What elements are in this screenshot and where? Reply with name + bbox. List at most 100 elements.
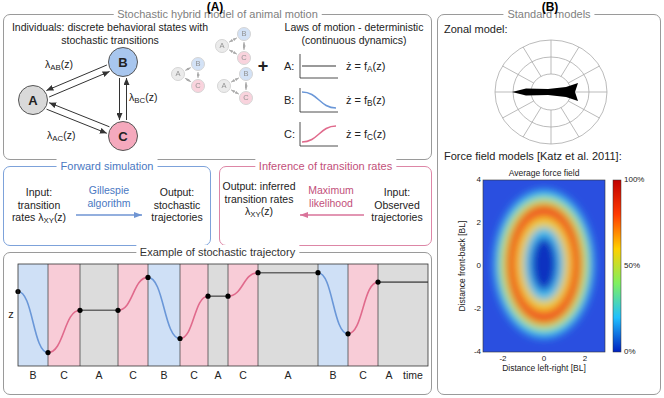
transition-arrow — [246, 82, 247, 90]
zonal-grid — [523, 47, 541, 76]
label-text: 2 — [466, 218, 481, 228]
trajectory-plot — [48, 264, 80, 366]
label-text: C — [233, 369, 253, 382]
trajectory-plot — [318, 264, 319, 366]
zonal-grid — [561, 47, 579, 76]
state-circle: A — [18, 85, 48, 115]
trajectory-plot — [15, 264, 428, 366]
state-circle: B — [108, 47, 138, 77]
flow-arrow — [76, 215, 364, 216]
label-text: C — [54, 369, 74, 382]
state-letter: B — [240, 70, 252, 78]
motion-plot — [302, 65, 336, 67]
state-letter: C — [109, 130, 137, 143]
trajectory-plot — [345, 331, 350, 336]
mini-state-circle: B — [237, 27, 251, 41]
label-text: C — [353, 369, 373, 382]
label-text: 2 — [575, 354, 595, 364]
label-text: Distance left-right [BL] — [483, 363, 605, 373]
trajectory-plot — [208, 264, 209, 366]
label-text: time — [403, 369, 429, 382]
label-text: Output: stochastic trajectories — [144, 186, 210, 224]
label-text: XY — [250, 210, 260, 219]
rate-label: AB — [50, 63, 60, 72]
label-text: (A) — [200, 0, 230, 14]
rate-label: λAC(z) — [46, 129, 76, 142]
force-field-heatmap — [516, 217, 572, 311]
label-text: 4 — [466, 175, 481, 185]
force-field-heatmap — [483, 180, 605, 352]
label-text: z — [5, 308, 17, 321]
mini-state-circle: C — [191, 79, 205, 93]
label-text: A — [208, 369, 228, 382]
trajectory-plot — [18, 264, 428, 366]
panel-heading: Forward simulation — [57, 159, 158, 173]
label-text: B — [367, 99, 373, 108]
rate-label: λAB(z) — [44, 58, 74, 71]
zonal-grid — [495, 40, 607, 144]
label-text: C: — [284, 128, 300, 141]
state-circle: C — [108, 121, 138, 151]
label-text: -4 — [466, 347, 481, 357]
trajectory-plot — [145, 275, 150, 280]
label-text: Gillespie algorithm — [74, 184, 144, 209]
label-text: A — [89, 369, 109, 382]
zonal-grid — [551, 110, 552, 144]
label-text: B — [323, 369, 343, 382]
label-text: Input: transition rates λXY(z) — [6, 186, 72, 224]
trajectory-plot — [118, 277, 148, 310]
transition-arrow — [198, 72, 199, 78]
state-letter: C — [192, 82, 204, 90]
transition-arrow — [119, 78, 120, 120]
trajectory-plot — [318, 264, 348, 366]
trajectory-plot — [375, 280, 380, 285]
label-text: B — [23, 369, 43, 382]
trajectory-plot — [180, 264, 181, 366]
label-text: Laws of motion - deterministic (continuo… — [276, 21, 432, 46]
force-field-heatmap — [494, 190, 594, 338]
transition-arrow — [185, 78, 191, 82]
fish-silhouette — [512, 83, 578, 101]
motion-plot — [300, 88, 338, 112]
label-text: Maximum likelihood — [296, 184, 366, 209]
force-field-heatmap — [483, 180, 605, 352]
trajectory-plot — [180, 264, 208, 366]
zonal-grid — [561, 108, 579, 137]
mini-state-circle: A — [215, 39, 229, 53]
force-field-heatmap — [531, 237, 557, 291]
trajectory-plot — [205, 294, 210, 299]
label-text: 0 — [534, 354, 554, 364]
zonal-grid — [503, 66, 534, 83]
label-text: Zonal model: — [444, 23, 594, 36]
mini-state-circle: B — [191, 57, 205, 71]
flow-arrow — [76, 214, 142, 216]
label-text: B — [154, 369, 174, 382]
label-text: Output: inferred transition rates λXY(z) — [221, 180, 297, 218]
zonal-grid — [495, 40, 607, 144]
state-letter: C — [240, 94, 252, 102]
label-text: Force field models [Katz et al. 2011]: — [444, 150, 658, 163]
group-panel: Standard models — [437, 14, 661, 395]
trajectory-plot — [80, 264, 81, 366]
trajectory-plot — [348, 264, 378, 366]
trajectory-plot — [118, 264, 148, 366]
panel-heading: Inference of transition rates — [255, 159, 396, 173]
motion-plot — [300, 122, 338, 146]
state-letter: B — [192, 60, 204, 68]
trajectory-plot — [118, 264, 119, 366]
state-letter: B — [238, 30, 250, 38]
label-text: B: — [284, 94, 300, 107]
trajectory-plot — [318, 273, 348, 334]
heatmap-frame — [483, 180, 605, 352]
trajectory-plot — [77, 308, 82, 313]
trajectory-plot — [148, 277, 180, 338]
label-text: A: — [284, 60, 300, 73]
trajectory-plot — [378, 264, 379, 366]
trajectory-plot — [45, 350, 50, 355]
force-field-heatmap — [506, 204, 582, 324]
rate-label: BC — [134, 96, 145, 105]
zonal-grid — [568, 66, 599, 83]
label-text: C — [123, 369, 143, 382]
trajectory-plot — [208, 295, 228, 297]
